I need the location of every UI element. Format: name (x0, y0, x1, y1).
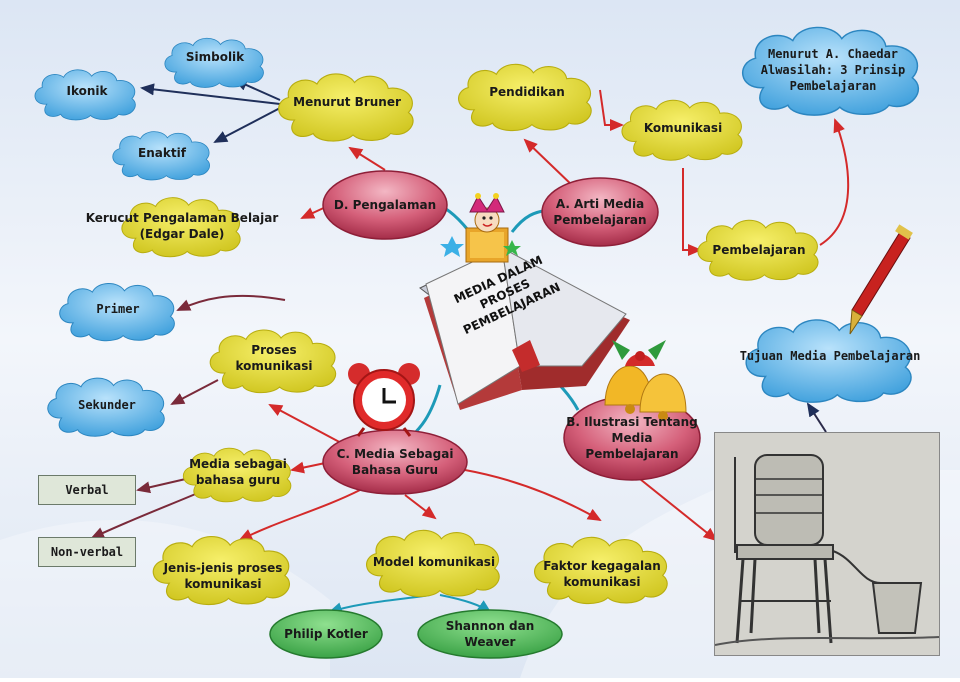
menurut-bruner-label[interactable]: Menurut Bruner (293, 95, 401, 109)
sekunder-label[interactable]: Sekunder (78, 398, 136, 412)
pendidikan-label[interactable]: Pendidikan (489, 85, 565, 99)
oval-shannon (417, 609, 563, 659)
tujuan-label[interactable]: Tujuan Media Pembelajaran (739, 349, 921, 363)
verbal-box[interactable]: Verbal (38, 475, 136, 505)
model-label[interactable]: Model komunikasi (372, 555, 496, 569)
jenis-label[interactable]: Jenis-jenis proses komunikasi (163, 561, 283, 591)
branch-c (322, 429, 468, 495)
branch-b-label[interactable]: B. Ilustrasi Tentang Media Pembelajaran (566, 415, 698, 461)
chaedar-label[interactable]: Menurut A. Chaedar Alwasilah: 3 Prinsip … (760, 47, 906, 93)
primer-label[interactable]: Primer (96, 302, 140, 316)
jester-toy-icon (440, 193, 521, 263)
ikonik-label[interactable]: Ikonik (66, 84, 108, 98)
branch-a-label[interactable]: A. Arti Media Pembelajaran (553, 197, 647, 227)
fountain-pen-icon (849, 224, 913, 335)
komunikasi-label[interactable]: Komunikasi (643, 121, 723, 135)
media-bahasa-label[interactable]: Media sebagai bahasa guru (189, 457, 287, 487)
oval-kotler (269, 609, 383, 659)
book-icon (419, 247, 630, 410)
water-filter-photo (714, 432, 940, 656)
kotler-label[interactable]: Philip Kotler (284, 627, 368, 641)
non-verbal-box[interactable]: Non-verbal (38, 537, 136, 567)
branch-c-label[interactable]: C. Media Sebagai Bahasa Guru (336, 447, 454, 477)
proses-komunikasi-label[interactable]: Proses komunikasi (235, 343, 313, 373)
branch-d-label[interactable]: D. Pengalaman (333, 198, 437, 212)
simbolik-label[interactable]: Simbolik (185, 50, 245, 64)
branch-d (322, 170, 448, 240)
enaktif-label[interactable]: Enaktif (138, 146, 186, 160)
pembelajaran-label[interactable]: Pembelajaran (712, 243, 806, 257)
bells-icon (604, 340, 687, 421)
alarm-clock-icon (348, 363, 420, 437)
kerucut-label[interactable]: Kerucut Pengalaman Belajar (Edgar Dale) (85, 211, 279, 241)
shannon-label[interactable]: Shannon dan Weaver (445, 619, 535, 649)
faktor-label[interactable]: Faktor kegagalan komunikasi (543, 559, 661, 589)
branch-a (541, 177, 659, 247)
